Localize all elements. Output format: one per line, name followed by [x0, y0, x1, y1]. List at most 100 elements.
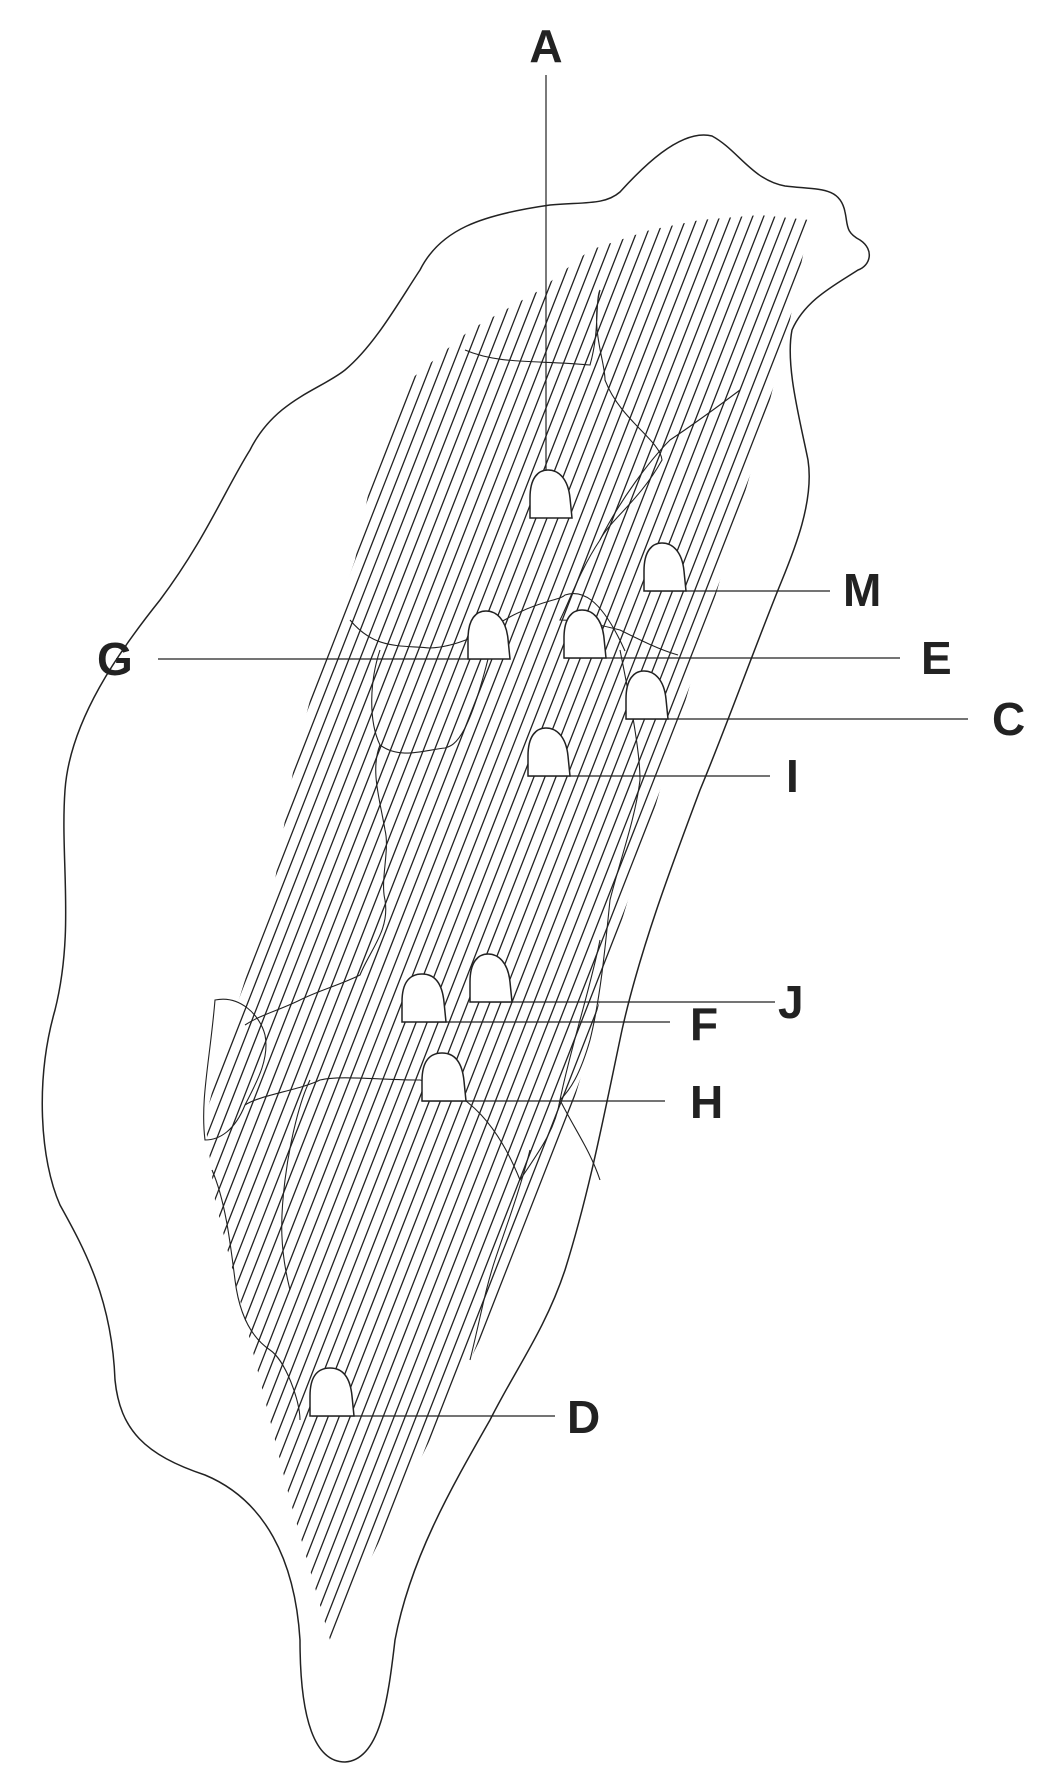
hatch-line: [1027, 180, 1060, 1768]
hatch-line: [641, 215, 810, 1640]
mountain-hatching: [0, 180, 1060, 1768]
hatch-line: [205, 215, 537, 1640]
hatch-line: [663, 215, 810, 1640]
hatch-line: [344, 215, 810, 1640]
hatch-line: [0, 180, 129, 1768]
hatch-line: [205, 215, 493, 1640]
hatch-line: [205, 215, 273, 1640]
hatch-line: [205, 215, 779, 1640]
hatch-line: [740, 215, 810, 1640]
hatch-line: [806, 215, 810, 1640]
hatch-line: [884, 180, 1060, 1768]
hatch-line: [0, 180, 30, 1768]
hatch-line: [366, 215, 810, 1640]
hatch-line: [1038, 180, 1060, 1768]
hatch-line: [818, 180, 1060, 1768]
hatch-line: [205, 215, 810, 1640]
marker-j: [469, 953, 513, 1003]
hatch-line: [972, 180, 1060, 1768]
label-a: A: [529, 20, 562, 72]
hatch-line: [917, 180, 1060, 1768]
hatch-line: [205, 215, 559, 1640]
hatch-line: [851, 180, 1060, 1768]
hatch-line: [205, 215, 757, 1640]
label-h: H: [690, 1076, 723, 1128]
label-f: F: [690, 998, 718, 1050]
hatch-line: [205, 215, 592, 1640]
hatch-line: [487, 215, 810, 1640]
hatch-line: [205, 215, 746, 1640]
hatch-line: [0, 180, 8, 1768]
hatch-line: [205, 215, 581, 1640]
hatch-line: [205, 215, 207, 1640]
hatch-line: [873, 180, 1060, 1768]
hatch-line: [205, 215, 647, 1640]
hatch-line: [245, 215, 810, 1640]
hatch-line: [205, 215, 328, 1640]
hatch-line: [432, 215, 810, 1640]
hatch-line: [0, 180, 52, 1768]
hatch-line: [564, 215, 810, 1640]
hatch-line: [0, 180, 151, 1768]
hatch-line: [707, 215, 810, 1640]
hatch-line: [223, 215, 810, 1640]
hatch-line: [256, 215, 810, 1640]
hatch-line: [1016, 180, 1060, 1768]
hatch-line: [498, 215, 810, 1640]
hatch-line: [652, 215, 810, 1640]
label-c: C: [992, 693, 1025, 745]
hatch-line: [729, 215, 810, 1640]
hatch-line: [531, 215, 810, 1640]
hatch-line: [0, 180, 41, 1768]
hatch-line: [674, 215, 810, 1640]
hatch-line: [205, 215, 669, 1640]
label-m: M: [843, 564, 881, 616]
marker-d: [309, 1367, 355, 1417]
hatch-line: [205, 215, 229, 1640]
hatch-line: [355, 215, 810, 1640]
label-d: D: [567, 1391, 600, 1443]
marker-h: [421, 1052, 467, 1102]
hatch-line: [300, 215, 810, 1640]
hatch-line: [205, 215, 768, 1640]
hatch-line: [205, 215, 713, 1640]
hatch-line: [205, 215, 636, 1640]
marker-a: [529, 469, 573, 519]
hatch-line: [0, 180, 195, 1768]
hatch-line: [205, 215, 614, 1640]
hatch-line: [205, 215, 658, 1640]
hatch-line: [205, 215, 603, 1640]
hatch-line: [840, 180, 1060, 1768]
hatch-line: [0, 180, 173, 1768]
hatch-line: [205, 215, 218, 1640]
hatch-line: [895, 180, 1060, 1768]
hatch-line: [205, 215, 240, 1640]
hatch-line: [0, 180, 118, 1768]
hatch-line: [0, 180, 184, 1768]
hatch-line: [961, 180, 1060, 1768]
hatch-line: [205, 215, 262, 1640]
hatch-line: [205, 215, 680, 1640]
hatch-line: [205, 215, 449, 1640]
hatch-line: [0, 180, 96, 1768]
hatch-line: [829, 180, 1060, 1768]
hatch-line: [205, 215, 460, 1640]
hatch-line: [205, 215, 284, 1640]
hatch-line: [212, 215, 810, 1640]
hatch-line: [205, 215, 504, 1640]
hatch-line: [762, 215, 810, 1640]
hatch-line: [421, 215, 810, 1640]
hatch-line: [983, 180, 1060, 1768]
hatch-line: [542, 215, 810, 1640]
hatch-line: [0, 180, 19, 1768]
hatch-line: [205, 215, 405, 1640]
hatch-line: [906, 180, 1060, 1768]
hatch-line: [0, 180, 140, 1768]
hatch-line: [205, 215, 372, 1640]
hatch-line: [608, 215, 810, 1640]
hatch-line: [278, 215, 810, 1640]
hatch-line: [205, 215, 251, 1640]
hatch-line: [205, 215, 482, 1640]
hatch-line: [773, 215, 810, 1640]
